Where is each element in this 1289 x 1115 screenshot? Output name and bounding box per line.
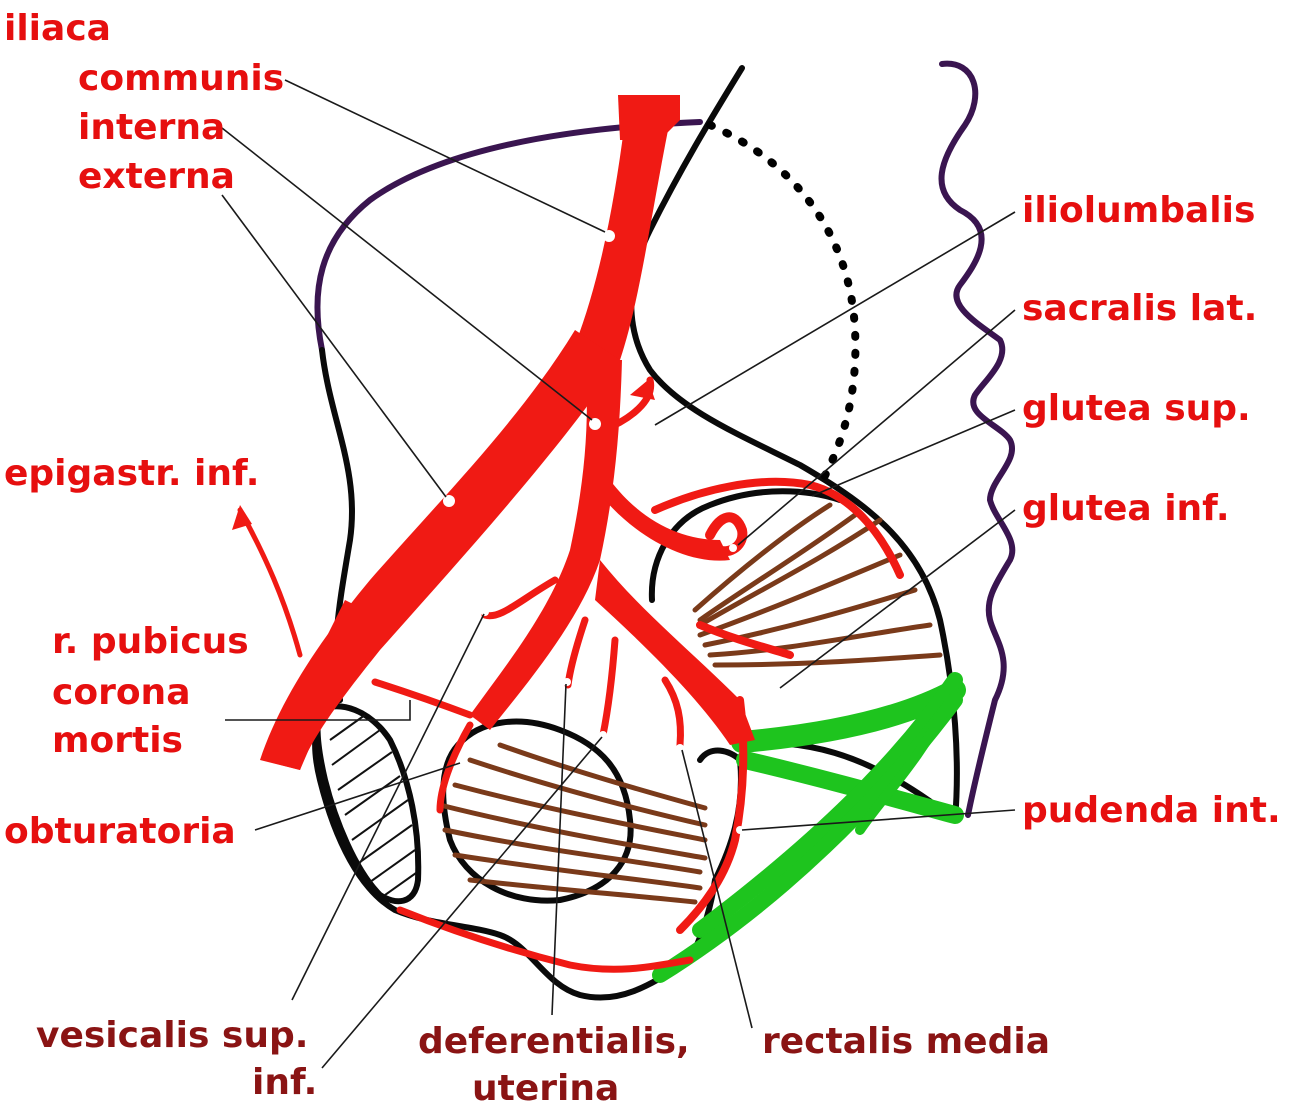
obturator-hatch [330, 715, 416, 895]
label-iliolumbalis: iliolumbalis [1022, 190, 1255, 231]
label-deferentialis: deferentialis, [418, 1021, 690, 1062]
label-rectalis-media: rectalis media [762, 1021, 1050, 1062]
label-glutea-inf: glutea inf. [1022, 488, 1230, 529]
iliac-arteries [260, 95, 755, 770]
label-obturatoria: obturatoria [4, 811, 236, 852]
label-communis: communis [78, 58, 284, 99]
label-uterina: uterina [472, 1068, 619, 1109]
label-iliaca: iliaca [4, 8, 111, 49]
label-mortis: mortis [52, 720, 183, 761]
label-epigastr-inf: epigastr. inf. [4, 453, 259, 494]
label-vesicalis-inf: inf. [252, 1062, 317, 1103]
label-corona: corona [52, 672, 190, 713]
label-pudenda-int: pudenda int. [1022, 790, 1281, 831]
label-interna: interna [78, 107, 225, 148]
label-externa: externa [78, 156, 235, 197]
label-vesicalis-sup: vesicalis sup. [36, 1015, 308, 1056]
label-sacralis-lat: sacralis lat. [1022, 288, 1257, 329]
label-glutea-sup: glutea sup. [1022, 388, 1251, 429]
label-r-pubicus: r. pubicus [52, 621, 249, 662]
sacrospinous-ligament [660, 680, 955, 975]
